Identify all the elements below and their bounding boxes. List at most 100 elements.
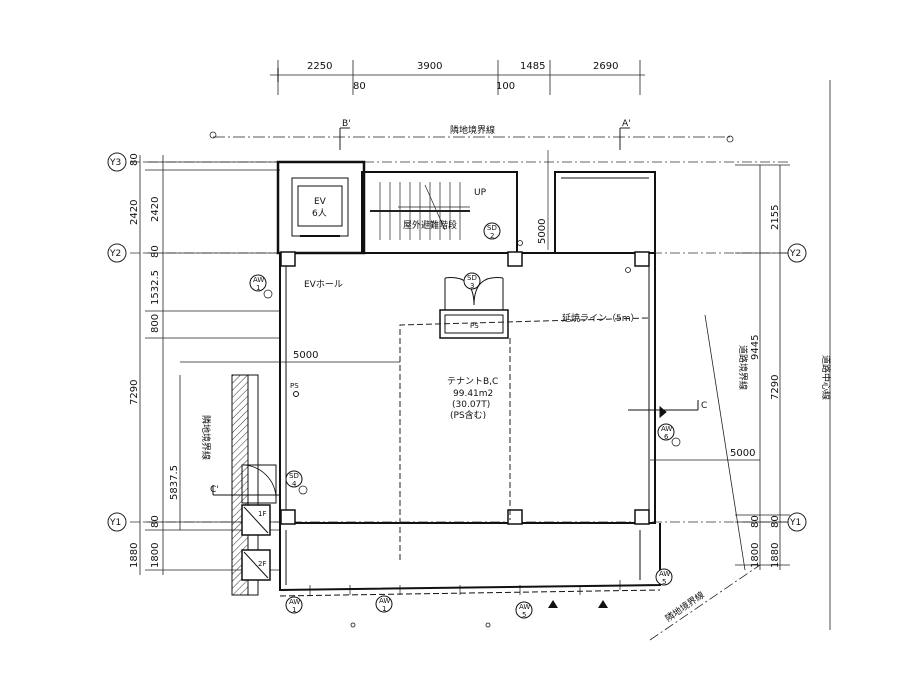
top-dimension-chain — [270, 60, 645, 95]
fixture-tag-aw1-bottom-mid: AW 1 — [375, 595, 393, 613]
road-center-label: 道路中心線 — [820, 355, 832, 400]
svg-text:Y3: Y3 — [109, 158, 121, 168]
fixture-tag-aw6: AW 6 — [657, 423, 681, 447]
svg-text:SD: SD — [487, 224, 497, 232]
site-boundary-bottom-label: 隣地境界線 — [663, 589, 707, 625]
road-boundary-line — [649, 564, 761, 641]
section-mark-b-label: B' — [342, 119, 351, 129]
ps-shaft-label: PS — [470, 322, 479, 330]
right-dimension-chain — [704, 80, 831, 630]
dim-left-2420: 2420 — [150, 197, 161, 222]
dim-left-1800: 1800 — [150, 543, 161, 568]
dim-top-2250: 2250 — [307, 61, 332, 72]
dim-left-800: 800 — [150, 314, 161, 333]
svg-text:Y2: Y2 — [789, 249, 801, 259]
stair — [370, 182, 470, 240]
elevator — [291, 177, 349, 237]
fixture-tag-aw5-right: AW 5 — [655, 568, 673, 586]
front-facade — [279, 523, 661, 597]
svg-text:AW: AW — [661, 425, 672, 433]
svg-text:5: 5 — [522, 611, 526, 619]
window-1f-label: 1F — [258, 510, 266, 518]
left-neighbor-wall — [231, 374, 277, 596]
dim-stair-5000: 5000 — [537, 219, 548, 244]
svg-text:1: 1 — [292, 606, 296, 614]
columns — [280, 251, 650, 525]
svg-text:AW: AW — [253, 276, 264, 284]
dim-left-7290: 7290 — [129, 380, 140, 405]
svg-text:AW: AW — [379, 597, 390, 605]
building-walls — [276, 160, 656, 524]
fixture-tag-sd4: SD 4 — [285, 470, 308, 495]
fixture-tag-sd2: SD 2 — [483, 222, 501, 240]
stair-up-label: UP — [474, 188, 487, 198]
svg-text:SD: SD — [289, 472, 299, 480]
svg-text:2: 2 — [490, 232, 494, 240]
section-mark-c-label: C — [701, 401, 707, 411]
tenant-area: 99.41m2 — [453, 389, 493, 399]
svg-text:Y1: Y1 — [789, 518, 801, 528]
dim-left-80b: 80 — [150, 245, 161, 258]
svg-text:AW: AW — [519, 603, 530, 611]
svg-text:SD: SD — [467, 274, 477, 282]
svg-text:4: 4 — [292, 480, 297, 488]
svg-text:Y1: Y1 — [109, 518, 121, 528]
section-mark-a-label: A' — [622, 119, 631, 129]
dim-right-80-outer: 80 — [770, 515, 781, 528]
grid-bubble-y1-right: Y1 — [787, 512, 807, 532]
svg-text:5: 5 — [662, 578, 666, 586]
dim-left-80c: 80 — [150, 515, 161, 528]
grid-bubble-y2-left: Y2 — [107, 243, 127, 263]
dim-top-3900: 3900 — [417, 61, 442, 72]
tenant-tsubo: (30.07T) — [452, 400, 490, 410]
dim-left-2420-outer: 2420 — [129, 200, 140, 225]
ps-small-mark — [293, 391, 299, 397]
fixture-tag-aw1-left: AW 1 — [249, 274, 273, 299]
site-boundary-top-label: 隣地境界線 — [450, 124, 495, 136]
site-boundary-top — [209, 131, 734, 143]
svg-text:AW: AW — [289, 598, 300, 606]
site-boundary-left-label: 隣地境界線 — [200, 415, 212, 460]
svg-text:1: 1 — [256, 284, 260, 292]
fire-spread-label: 延焼ライン（5m） — [562, 312, 640, 324]
fixture-tag-aw5-bottom: AW 5 — [515, 601, 533, 619]
fixture-tag-sd3: SD 3 — [463, 272, 481, 290]
tenant-note: (PS含む) — [450, 409, 486, 421]
dim-right-1800: 1800 — [750, 543, 761, 568]
dim-interior-5000b: 5000 — [730, 448, 755, 459]
section-mark-c — [628, 400, 699, 419]
dim-right-7290: 7290 — [770, 375, 781, 400]
svg-text:1: 1 — [382, 605, 386, 613]
ps-small-label: PS — [290, 382, 299, 390]
entry-triangles — [548, 600, 608, 608]
elevator-label: EV — [314, 197, 327, 207]
svg-text:3: 3 — [470, 282, 474, 290]
dim-right-1880: 1880 — [770, 543, 781, 568]
section-mark-b — [339, 127, 350, 150]
svg-text:Y2: Y2 — [109, 249, 121, 259]
small-outlets — [350, 240, 631, 628]
dim-right-2155: 2155 — [770, 205, 781, 230]
grid-bubble-y2-right: Y2 — [787, 243, 807, 263]
dim-left-1880: 1880 — [129, 543, 140, 568]
dim-top-2690: 2690 — [593, 61, 618, 72]
section-mark-c-prime-label: C' — [210, 485, 219, 495]
grid-bubble-y3-left: Y3 — [107, 152, 127, 172]
ev-hall-label: EVホール — [304, 279, 343, 290]
road-boundary-label: 道路境界線 — [737, 345, 749, 390]
dim-top-1485: 1485 — [520, 61, 545, 72]
tenant-name: テナントB,C — [447, 376, 498, 387]
stair-label: 屋外避難階段 — [403, 219, 457, 231]
fixture-tag-aw1-bottom-left: AW 1 — [285, 596, 303, 614]
section-mark-a — [619, 127, 630, 150]
fire-spread-line — [399, 317, 649, 560]
dim-left-80a: 80 — [129, 153, 140, 166]
dim-left-1532: 1532.5 — [150, 270, 161, 305]
svg-text:6: 6 — [664, 433, 669, 441]
window-2f-label: 2F — [258, 560, 266, 568]
dim-top-offset-100: 100 — [496, 81, 515, 92]
grid-bubble-y1-left: Y1 — [107, 512, 127, 532]
left-dimension-chain — [139, 155, 280, 575]
svg-text:AW: AW — [659, 570, 670, 578]
